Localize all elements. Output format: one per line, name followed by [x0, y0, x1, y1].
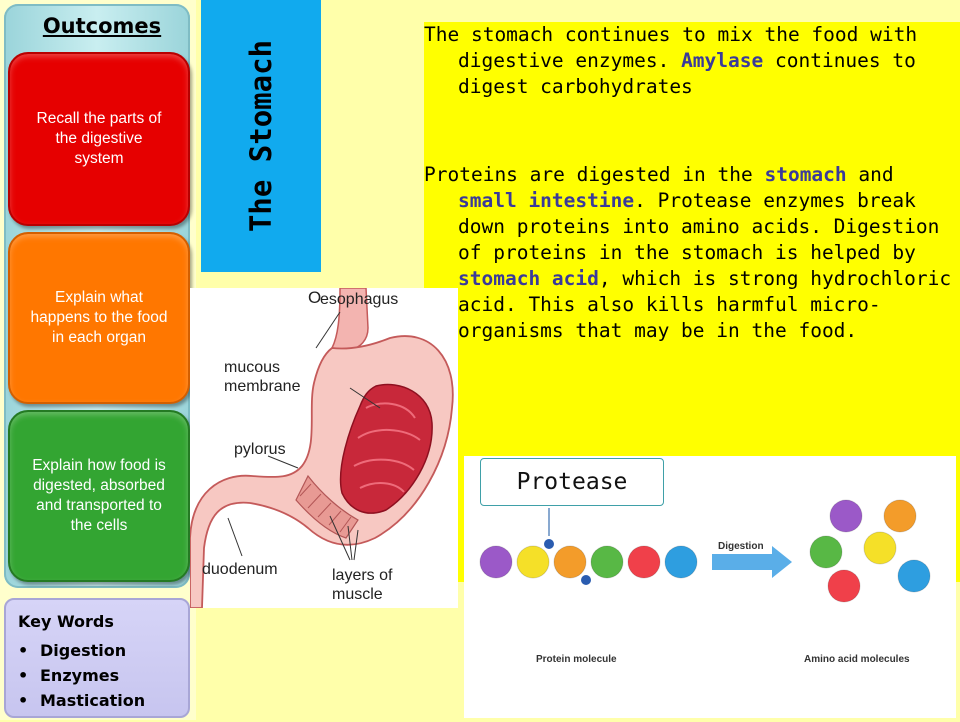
sidebar: Outcomes Recall the parts of the digesti…: [0, 0, 196, 720]
text-span: and: [846, 163, 894, 186]
enzyme-dot: [581, 575, 591, 585]
paragraph-proteins: Proteins are digested in the stomach and…: [424, 162, 960, 344]
free-amino-acid: [863, 531, 897, 565]
slide-title: The Stomach: [244, 39, 278, 233]
leader-layers-1: [329, 515, 351, 561]
keyword-small-intestine: small intestine: [458, 189, 635, 212]
free-amino-acid: [809, 535, 843, 569]
outcome-text: Explain what happens to the food in each…: [30, 288, 168, 347]
keyword-stomach: stomach: [764, 163, 847, 186]
text-span: , which is strong hydrochloric acid. Thi…: [458, 267, 952, 342]
text-span: The stomach continues to mix the food wi…: [424, 23, 918, 72]
outcome-card-explain-digestion[interactable]: Explain how food is digested, absorbed a…: [8, 410, 190, 582]
title-bar: The Stomach: [201, 0, 321, 272]
keyword-item: • Enzymes: [18, 663, 145, 688]
leader-pylorus: [267, 455, 299, 469]
keyword-amylase: Amylase: [681, 49, 764, 72]
free-amino-acid: [883, 499, 917, 533]
label-pylorus: pylorus: [234, 441, 286, 458]
protein-chain: [479, 545, 698, 579]
keywords-title: Key Words: [18, 612, 114, 631]
membrane-fold-lines: [353, 402, 421, 493]
protease-label: Protease: [480, 458, 664, 506]
outcomes-title: Outcomes: [42, 14, 162, 38]
amino-acid-bead: [590, 545, 624, 579]
keyword-item: • Mastication: [18, 688, 145, 713]
text-span: . Protease enzymes break down proteins i…: [458, 189, 940, 264]
leader-mucous: [349, 387, 381, 409]
stomach-diagram: O esophagus mucous membrane pylorus duod…: [190, 288, 458, 608]
label-duodenum: duodenum: [202, 561, 278, 578]
outcome-card-recall[interactable]: Recall the parts of the digestive system: [8, 52, 190, 226]
stomach-illustration: [190, 288, 454, 608]
free-amino-acid: [829, 499, 863, 533]
digestion-arrow-label: Digestion: [718, 541, 764, 552]
amino-acid-caption: Amino acid molecules: [804, 654, 910, 665]
leader-layers-3: [353, 529, 359, 561]
keyword-item: • Digestion: [18, 638, 145, 663]
digestion-arrow-icon: [712, 546, 792, 578]
muscle-stripes: [299, 483, 352, 533]
paragraph-mixing: The stomach continues to mix the food wi…: [424, 22, 960, 100]
outcome-card-explain-organ[interactable]: Explain what happens to the food in each…: [8, 232, 190, 404]
bullet-icon: •: [18, 666, 29, 685]
keywords-list: • Digestion • Enzymes • Mastication: [18, 638, 145, 713]
amino-acid-bead: [479, 545, 513, 579]
label-esophagus: esophagus: [320, 291, 399, 308]
keyword-text: Enzymes: [40, 666, 120, 685]
keyword-text: Mastication: [40, 691, 146, 710]
keyword-text: Digestion: [40, 641, 127, 660]
free-amino-acid: [897, 559, 931, 593]
free-amino-acid: [827, 569, 861, 603]
keyword-stomach-acid: stomach acid: [458, 267, 599, 290]
label-mucous-membrane: mucous membrane: [224, 359, 301, 395]
bullet-icon: •: [18, 641, 29, 660]
outcome-text: Recall the parts of the digestive system: [36, 109, 162, 168]
enzyme-dot: [544, 539, 554, 549]
text-span: continues to digest carbohydrates: [458, 49, 916, 98]
leader-layers-2: [347, 525, 353, 561]
keywords-panel: Key Words • Digestion • Enzymes • Masticati…: [4, 598, 190, 718]
amino-acid-group: [809, 499, 931, 603]
amino-acid-bead: [664, 545, 698, 579]
protease-diagram-svg: [479, 499, 931, 603]
leader-duodenum: [227, 517, 243, 557]
bullet-icon: •: [18, 691, 29, 710]
text-span: Proteins are digested in the: [424, 163, 765, 186]
mucous-membrane-shape: [339, 383, 433, 514]
leader-esophagus: [315, 311, 341, 349]
outcome-text: Explain how food is digested, absorbed a…: [32, 456, 166, 535]
amino-acid-bead: [516, 545, 550, 579]
amino-acid-bead: [553, 545, 587, 579]
diagram-marker: O: [308, 288, 322, 307]
label-layers-of-muscle: layers of muscle: [332, 567, 393, 603]
protein-molecule-caption: Protein molecule: [536, 654, 617, 665]
amino-acid-bead: [627, 545, 661, 579]
